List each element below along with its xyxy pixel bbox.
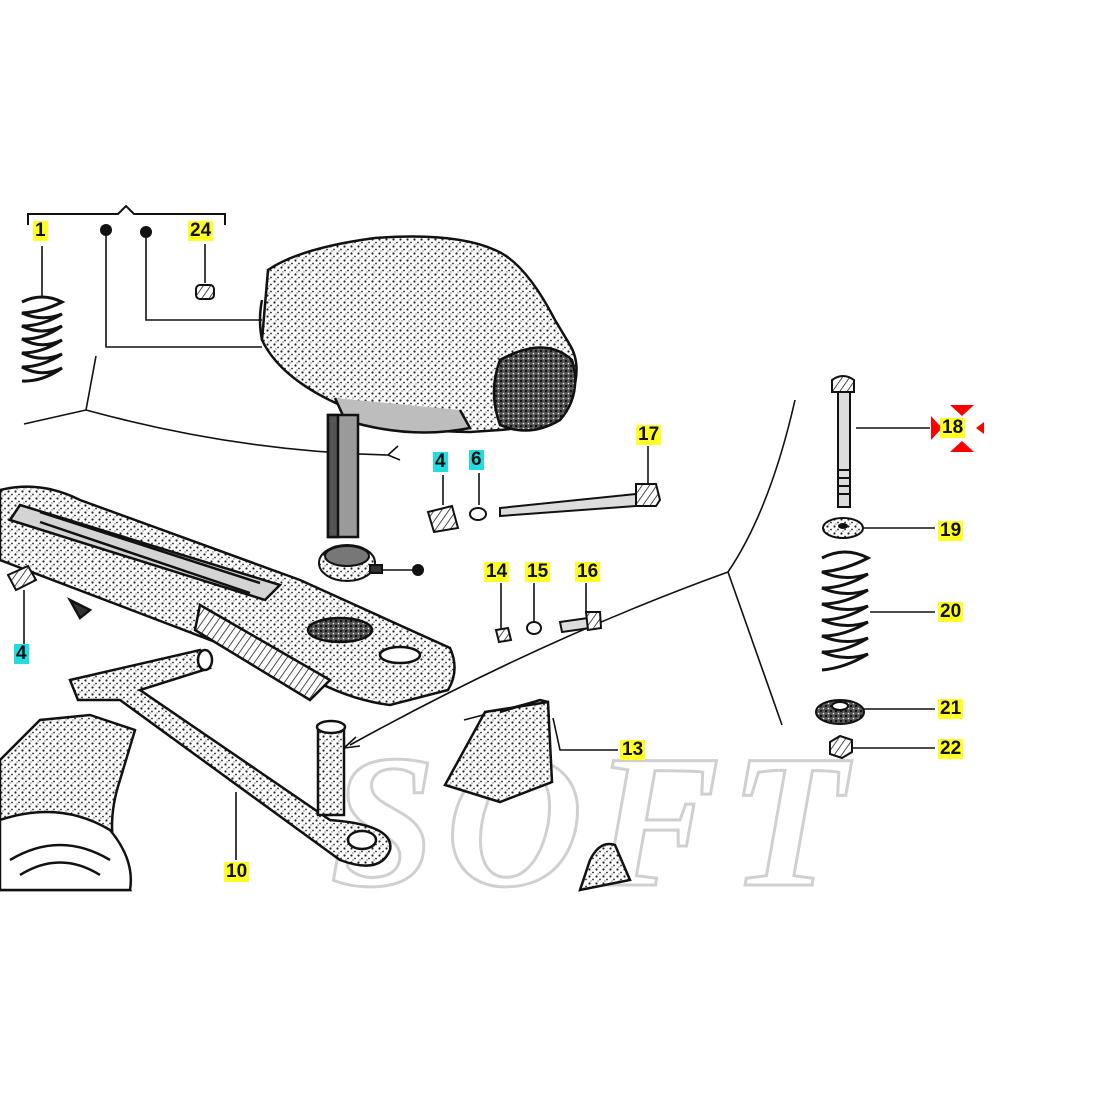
- coil-spring-large: [821, 550, 872, 672]
- part-label-20[interactable]: 20: [938, 601, 964, 622]
- part-label-17[interactable]: 17: [636, 424, 662, 445]
- part-label-4-left[interactable]: 4: [14, 643, 29, 664]
- mudflap: [443, 698, 554, 804]
- part-label-18[interactable]: 18: [940, 417, 966, 438]
- part-label-24[interactable]: 24: [188, 220, 214, 241]
- part-label-1[interactable]: 1: [33, 220, 48, 241]
- part-label-19[interactable]: 19: [938, 520, 964, 541]
- small-bushing: [195, 284, 215, 300]
- lock-nut: [829, 734, 853, 760]
- spring-cup-bottom: [815, 699, 865, 725]
- small-fasteners: [494, 611, 603, 644]
- reference-dots: [100, 224, 424, 576]
- group-bracket: [27, 204, 226, 225]
- shock-bolt: [831, 375, 855, 508]
- selection-marker: [931, 405, 984, 452]
- long-bolt: [499, 483, 662, 518]
- saddle-seat: [258, 235, 578, 539]
- part-label-14[interactable]: 14: [484, 561, 510, 582]
- part-label-10[interactable]: 10: [224, 861, 250, 882]
- part-label-21[interactable]: 21: [938, 698, 964, 719]
- bushing-left: [6, 564, 38, 592]
- coil-spring-small: [21, 295, 66, 383]
- part-label-15[interactable]: 15: [525, 561, 551, 582]
- part-label-22[interactable]: 22: [938, 738, 964, 759]
- part-label-13[interactable]: 13: [620, 739, 646, 760]
- knob: [318, 544, 383, 582]
- frame-rail: [0, 485, 456, 707]
- bushing-and-washer: [426, 504, 487, 534]
- part-label-16[interactable]: 16: [575, 561, 601, 582]
- part-label-4[interactable]: 4: [433, 451, 448, 472]
- part-label-6[interactable]: 6: [469, 449, 484, 470]
- lower-bodywork: [0, 713, 632, 892]
- watermark-text: SOFT: [330, 717, 856, 927]
- watermark: SOFT: [329, 716, 856, 929]
- swing-arm: [68, 648, 392, 867]
- spring-cup-top: [822, 517, 864, 539]
- leader-lines: [23, 236, 935, 860]
